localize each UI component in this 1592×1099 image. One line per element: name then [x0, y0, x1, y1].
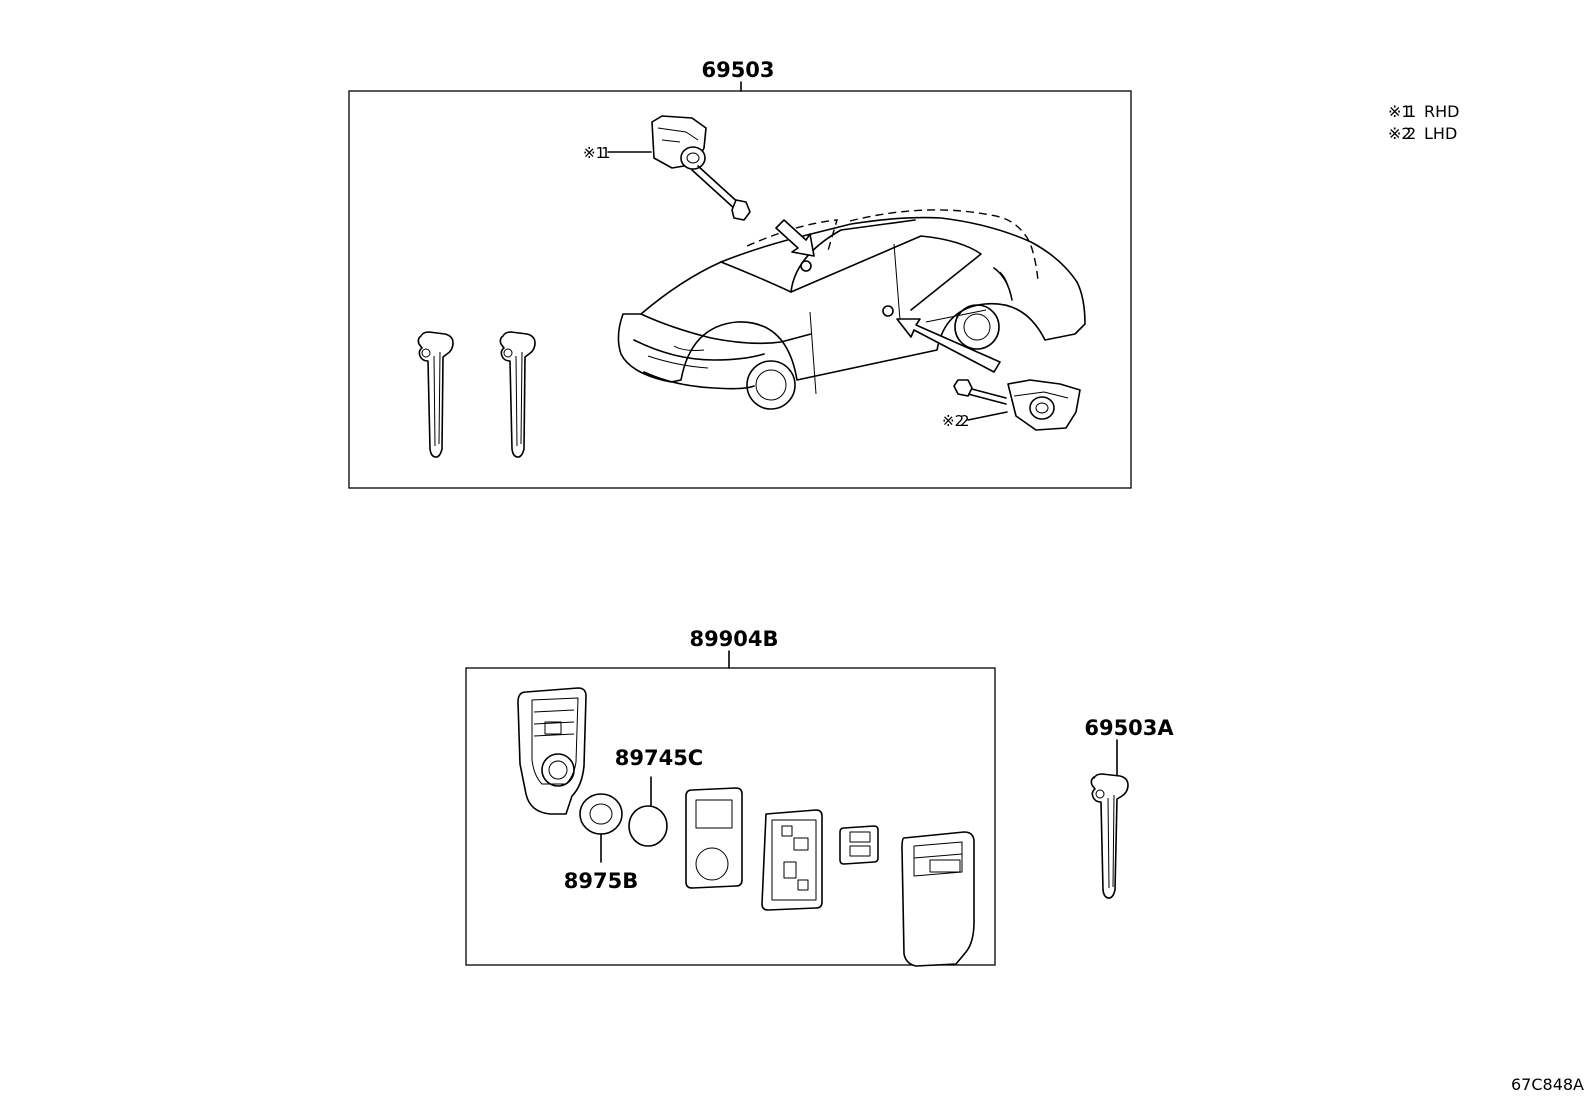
kit-69503-frame: [348, 90, 1132, 489]
diagram-id: 67C848A: [1511, 1075, 1584, 1094]
door-lock-cylinder-rhd: [607, 115, 751, 221]
callout-89904B[interactable]: 89904B: [689, 627, 778, 651]
emergency-key-left: [417, 331, 454, 458]
kit-89904B-frame: [465, 667, 996, 966]
marker-rhd[interactable]: ※1: [583, 144, 605, 162]
svg-text:1: 1: [1406, 102, 1416, 121]
callout-69503[interactable]: 69503: [701, 58, 774, 82]
svg-text:2: 2: [960, 412, 970, 430]
legend-rhd-mark: ※1: [1388, 102, 1412, 121]
kit-69503-group: 69503: [348, 58, 1132, 489]
marker-lhd[interactable]: ※2: [942, 412, 964, 430]
smart-key-outer-case: [901, 831, 975, 967]
svg-text:2: 2: [1406, 124, 1416, 143]
rubber-button-pad: [839, 825, 879, 865]
svg-text:1: 1: [601, 144, 611, 162]
key-blank-69503A-group: 69503A: [1084, 716, 1174, 899]
emergency-key-right: [499, 331, 536, 458]
arrow-upper: [775, 219, 815, 257]
callout-8975B[interactable]: 8975B: [564, 869, 638, 893]
coin-battery: [628, 776, 668, 847]
car-illustration: [617, 209, 1086, 410]
callout-69503A[interactable]: 69503A: [1084, 716, 1174, 740]
kit-89904B-group: 89904B 8975B 89745C: [465, 627, 996, 967]
legend-lhd-mark: ※2: [1388, 124, 1412, 143]
circuit-board: [761, 809, 823, 911]
legend: ※1 1 RHD ※2 2 LHD: [1388, 102, 1459, 143]
battery-cover-ring: [579, 793, 623, 863]
key-inner-cover: [685, 787, 743, 889]
door-lock-cylinder-lhd: [953, 379, 1081, 431]
callout-89745C[interactable]: 89745C: [615, 746, 703, 770]
legend-lhd-text: LHD: [1424, 124, 1457, 143]
key-blank-69503A: [1090, 773, 1129, 899]
leader-lhd: [967, 411, 1008, 421]
legend-rhd-text: RHD: [1424, 102, 1459, 121]
smart-key-case-inner: [517, 687, 587, 815]
arrow-lower: [896, 318, 1001, 373]
